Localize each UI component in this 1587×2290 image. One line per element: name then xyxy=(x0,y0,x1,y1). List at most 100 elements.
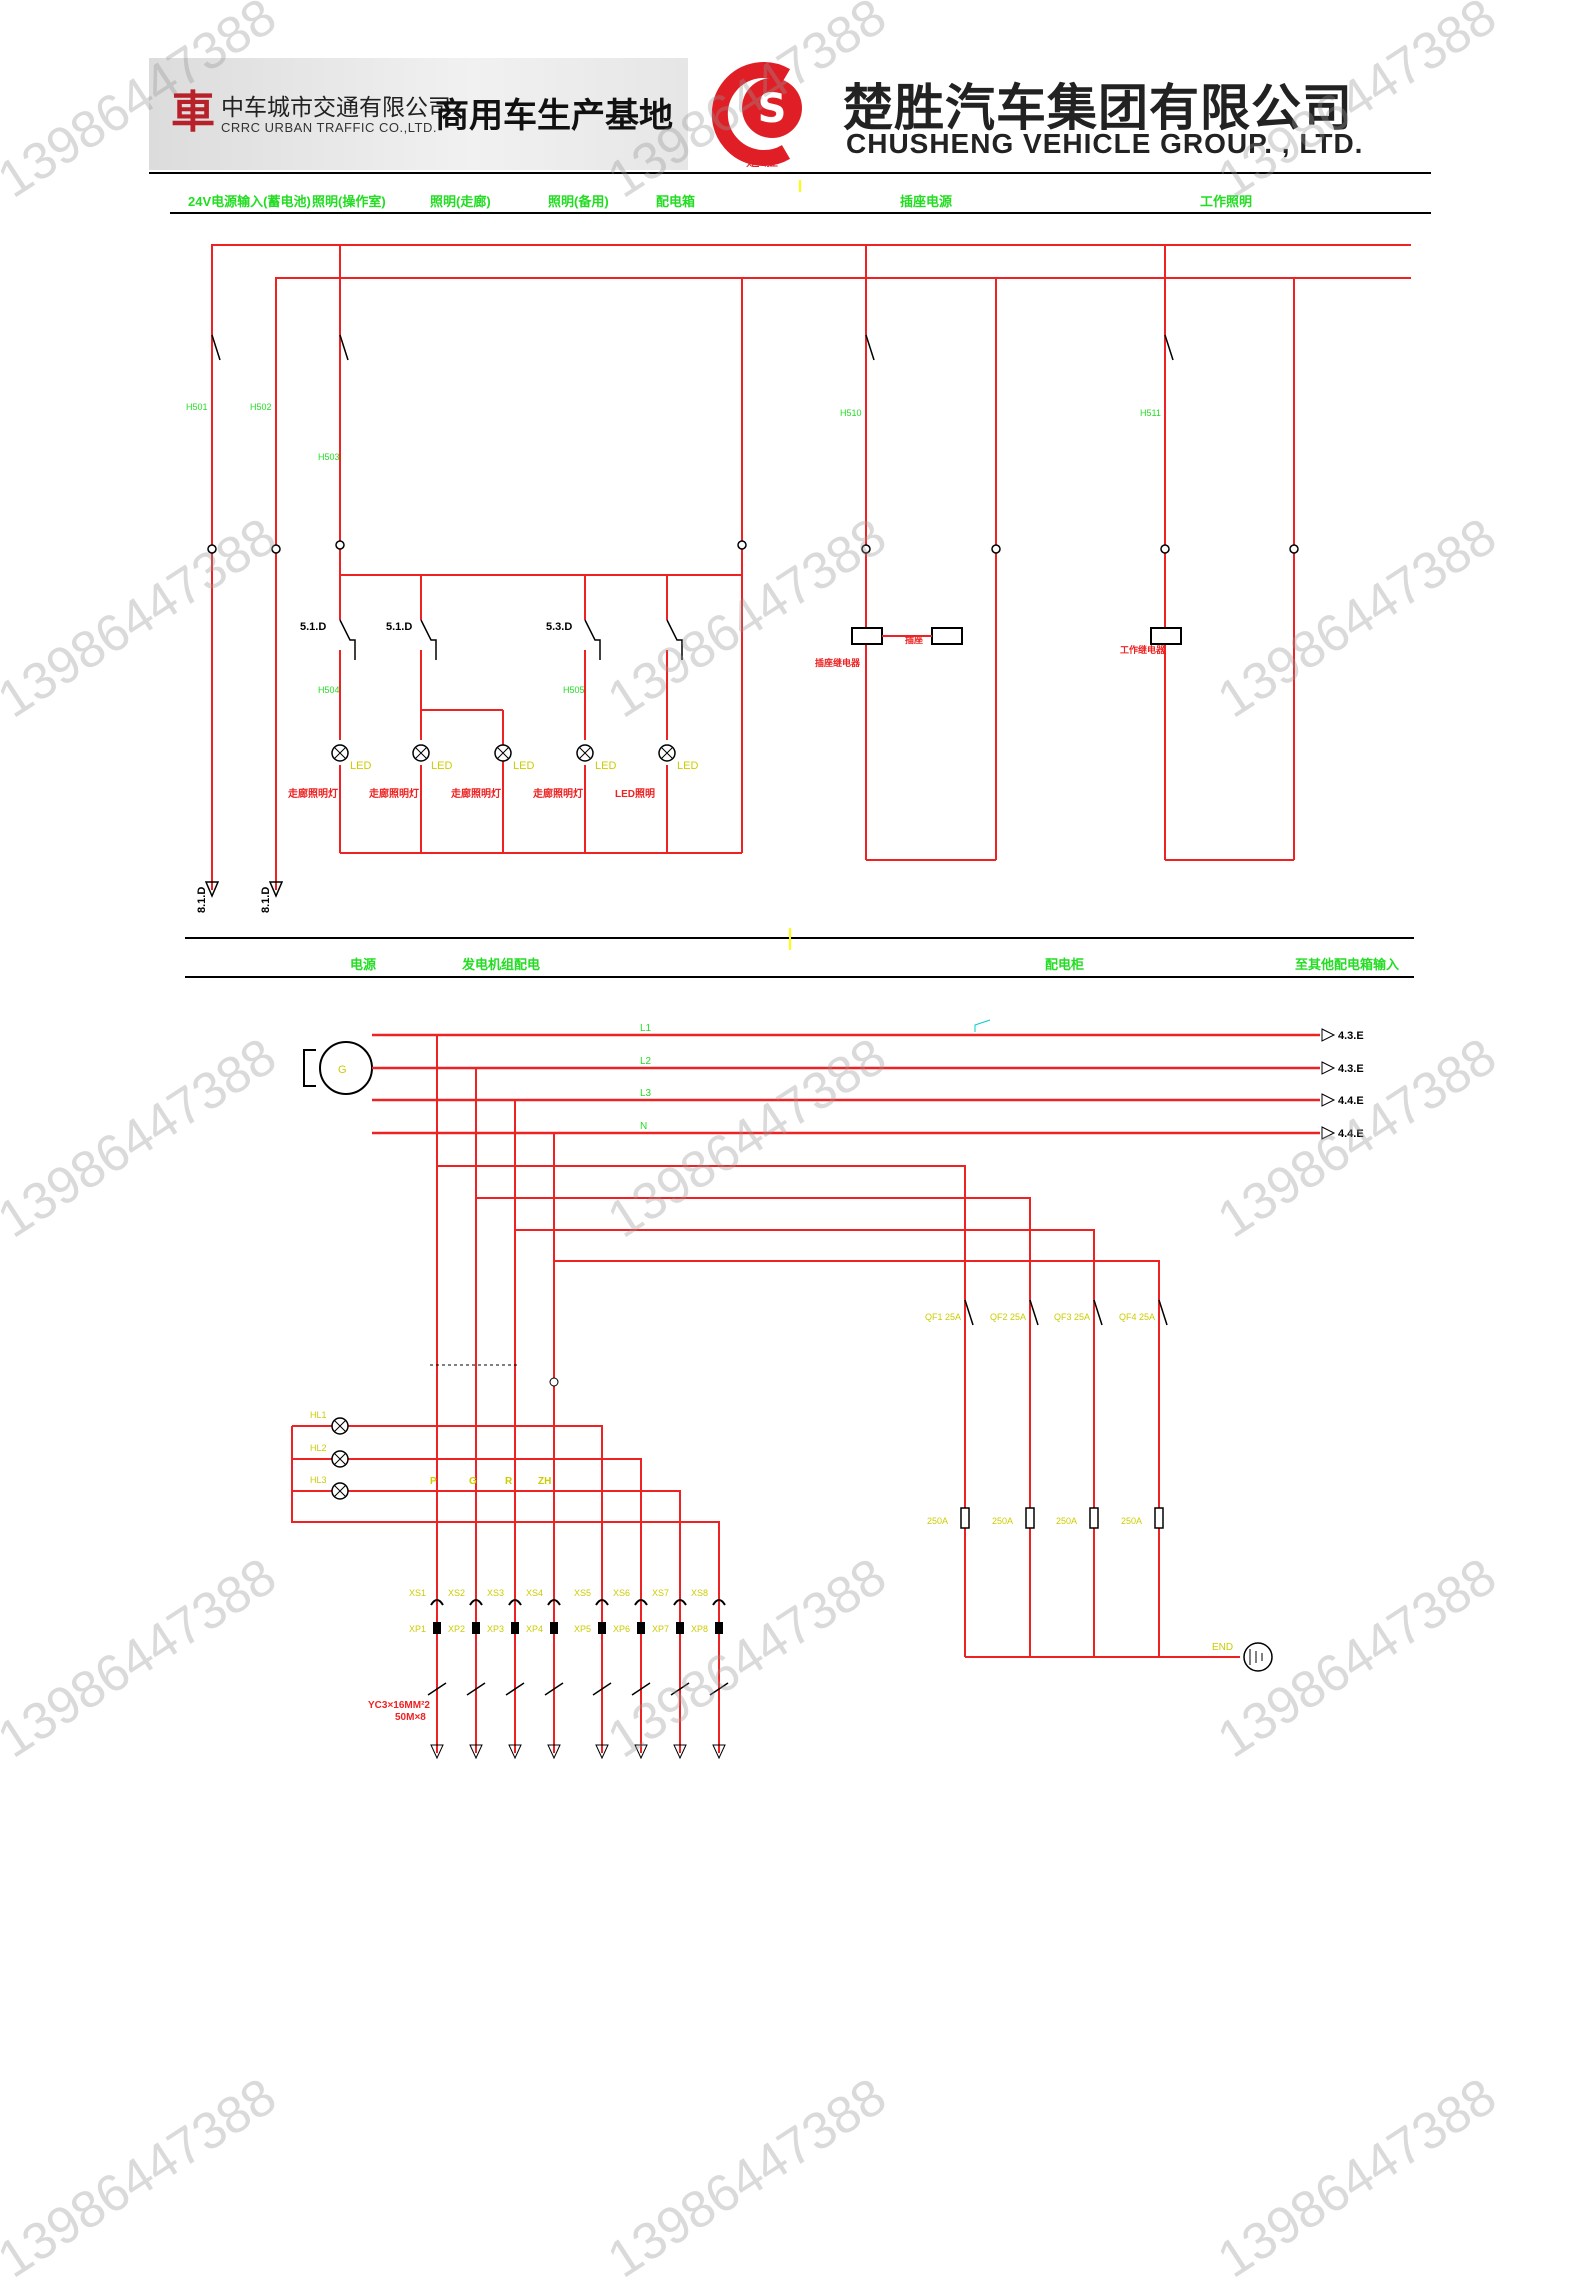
lamp-label: HL3 xyxy=(310,1475,327,1485)
arrow-icon xyxy=(1321,1061,1336,1075)
fuse-label: 250A xyxy=(1121,1516,1142,1526)
plug-icon xyxy=(637,1622,645,1634)
socket-icon xyxy=(547,1599,561,1606)
breaker-icon xyxy=(1093,1299,1103,1326)
fuse-icon xyxy=(960,1507,970,1529)
arrow-icon xyxy=(673,1744,687,1760)
arrow-icon xyxy=(634,1744,648,1760)
svg-text:楚 胜: 楚 胜 xyxy=(746,154,778,170)
lighting-circuit xyxy=(211,244,1411,890)
cable-length: 50M×8 xyxy=(395,1712,426,1723)
svg-text:照明(操作室): 照明(操作室) xyxy=(312,194,386,209)
section2-titles: 电源 发电机组配电 配电柜 至其他配电箱输入 xyxy=(350,957,1399,972)
generator: G xyxy=(303,1041,373,1095)
wire-tag: H505 xyxy=(563,685,585,695)
socket-label: XS3 xyxy=(487,1588,504,1598)
socket-icon xyxy=(508,1599,522,1606)
phase-letter: G xyxy=(469,1476,477,1487)
phase-label: L2 xyxy=(640,1056,652,1067)
plug-label: XP8 xyxy=(691,1624,708,1634)
arrow-icon xyxy=(547,1744,561,1760)
lamp-name: 走廊照明灯 xyxy=(532,787,583,800)
top-breakers xyxy=(211,334,1174,361)
socket-label: XS4 xyxy=(526,1588,543,1598)
section1-titles: 24V电源输入(蓄电池) 照明(操作室) 照明(走廊) 照明(备用) 配电箱 插… xyxy=(188,194,1252,209)
switch-icon xyxy=(420,619,437,660)
switch-icon xyxy=(339,619,356,660)
breaker-icon xyxy=(1029,1299,1039,1326)
fuse-label: 250A xyxy=(1056,1516,1077,1526)
phase-output: 4.4.E xyxy=(1338,1128,1364,1140)
plug-icon xyxy=(433,1622,441,1634)
svg-text:24V电源输入(蓄电池): 24V电源输入(蓄电池) xyxy=(188,194,311,209)
chusheng-name-en: CHUSHENG VEHICLE GROUP. , LTD. xyxy=(846,128,1364,159)
phase-label: N xyxy=(640,1121,647,1132)
wire-tag: H501 xyxy=(186,402,208,412)
switch-icon xyxy=(666,619,683,660)
chusheng-name-cn: 楚胜汽车集团有限公司 xyxy=(843,79,1353,137)
switch-icon xyxy=(584,619,601,660)
socket-icon xyxy=(469,1599,483,1606)
socket-label: XS6 xyxy=(613,1588,630,1598)
fuse-icon xyxy=(1154,1507,1164,1529)
plug-icon xyxy=(676,1622,684,1634)
breaker-icon xyxy=(964,1299,974,1326)
breaker-label: QF2 25A xyxy=(990,1312,1026,1322)
plug-label: XP1 xyxy=(409,1624,426,1634)
lamp-name: 走廊照明灯 xyxy=(368,787,419,800)
svg-text:G: G xyxy=(338,1064,347,1076)
socket-icon xyxy=(634,1599,648,1606)
wire-tag: H511 xyxy=(1140,408,1161,418)
crrc-name-cn: 中车城市交通有限公司 xyxy=(221,95,451,121)
lamp-type: LED xyxy=(350,760,371,772)
socket-icon xyxy=(712,1599,726,1606)
relay-coils xyxy=(851,627,1182,645)
breaker-icon xyxy=(1158,1299,1168,1326)
plug-label: XP4 xyxy=(526,1624,543,1634)
plug-icon xyxy=(472,1622,480,1634)
output-label: 8.1.D xyxy=(260,887,272,913)
socket-icon xyxy=(595,1599,609,1606)
fuse-icon xyxy=(1025,1507,1035,1529)
socket-icon xyxy=(673,1599,687,1606)
wire-tags: H501 H502 H503 H504 H505 H510 H511 xyxy=(186,402,1161,695)
chusheng-logo-icon: S 楚 胜 xyxy=(711,62,802,170)
breaker-label: QF1 25A xyxy=(925,1312,961,1322)
lamp-name: 走廊照明灯 xyxy=(287,787,338,800)
earth-icon xyxy=(1243,1642,1273,1672)
plug-label: XP6 xyxy=(613,1624,630,1634)
fuse-label: 250A xyxy=(927,1516,948,1526)
wire-tag: H503 xyxy=(318,452,340,462)
arrow-icon xyxy=(469,1744,483,1760)
phase-label: L3 xyxy=(640,1088,652,1099)
svg-text:发电机组配电: 发电机组配电 xyxy=(461,957,540,972)
earth-label: END xyxy=(1212,1642,1233,1653)
phase-label: L1 xyxy=(640,1023,652,1034)
socket-label: XS2 xyxy=(448,1588,465,1598)
crrc-logo-banner: 車 中车城市交通有限公司 CRRC URBAN TRAFFIC CO.,LTD.… xyxy=(149,58,688,170)
plug-icon xyxy=(598,1622,606,1634)
lamp-type: LED xyxy=(431,760,452,772)
svg-text:配电柜: 配电柜 xyxy=(1045,957,1084,972)
svg-text:插座电源: 插座电源 xyxy=(900,194,952,209)
lamp-type: LED xyxy=(595,760,616,772)
socket-label: XS8 xyxy=(691,1588,708,1598)
arrow-icon xyxy=(430,1744,444,1760)
svg-text:S: S xyxy=(758,86,787,132)
coil-label: 工作继电器 xyxy=(1120,644,1166,655)
plug-label: XP3 xyxy=(487,1624,504,1634)
coil-label: 插座 xyxy=(905,634,923,645)
socket-label: XS1 xyxy=(409,1588,426,1598)
cable-spec: YC3×16MM²2 xyxy=(368,1700,430,1711)
coil-label: 插座继电器 xyxy=(815,657,861,668)
plug-icon xyxy=(550,1622,558,1634)
arrow-icon xyxy=(1321,1028,1336,1042)
breaker-label: QF4 25A xyxy=(1119,1312,1155,1322)
phase-letter: P xyxy=(430,1476,437,1487)
lamp-type: LED xyxy=(677,760,698,772)
phase-letter: ZH xyxy=(538,1476,551,1487)
svg-text:照明(走廊): 照明(走廊) xyxy=(430,194,491,209)
arrow-icon xyxy=(508,1744,522,1760)
plug-label: XP7 xyxy=(652,1624,669,1634)
